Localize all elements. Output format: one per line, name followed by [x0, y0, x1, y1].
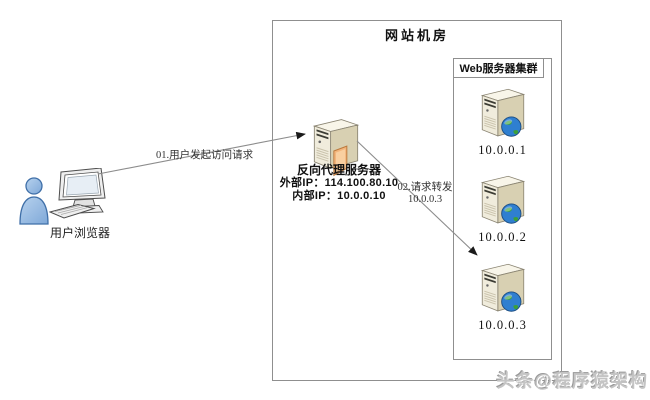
person-icon: [19, 177, 49, 225]
server-with-door-icon: [312, 119, 360, 177]
datacenter-box: 网站机房: [272, 20, 562, 381]
web-server-1: 10.0.0.1: [454, 82, 551, 158]
server-with-globe-icon: [480, 88, 525, 137]
flow2-label-line1: 02.请求转发: [397, 182, 453, 193]
server-with-globe-icon: [480, 175, 525, 224]
desktop-computer-icon: [49, 168, 106, 219]
web-server-3: 10.0.0.3: [454, 257, 551, 333]
flow2-label-line2: 10.0.0.3: [407, 194, 443, 205]
datacenter-title: 网站机房: [384, 28, 449, 43]
proxy-name-label: 反向代理服务器: [296, 163, 381, 177]
cluster-box: Web服务器集群 10.0.0.1: [453, 58, 552, 360]
server-ip-label: 10.0.0.1: [478, 143, 527, 157]
user-browser-label: 用户浏览器: [49, 226, 110, 240]
cluster-title: Web服务器集群: [453, 58, 544, 78]
server-ip-label: 10.0.0.2: [478, 230, 527, 244]
flow1-label: 01.用户发起访问请求: [156, 150, 254, 161]
flow2-label: 02.请求转发 10.0.0.3: [386, 182, 464, 206]
watermark-text: 头条@程序猿架构: [496, 371, 648, 391]
server-ip-label: 10.0.0.3: [478, 318, 527, 332]
web-server-2: 10.0.0.2: [454, 169, 551, 245]
server-with-globe-icon: [480, 263, 525, 312]
